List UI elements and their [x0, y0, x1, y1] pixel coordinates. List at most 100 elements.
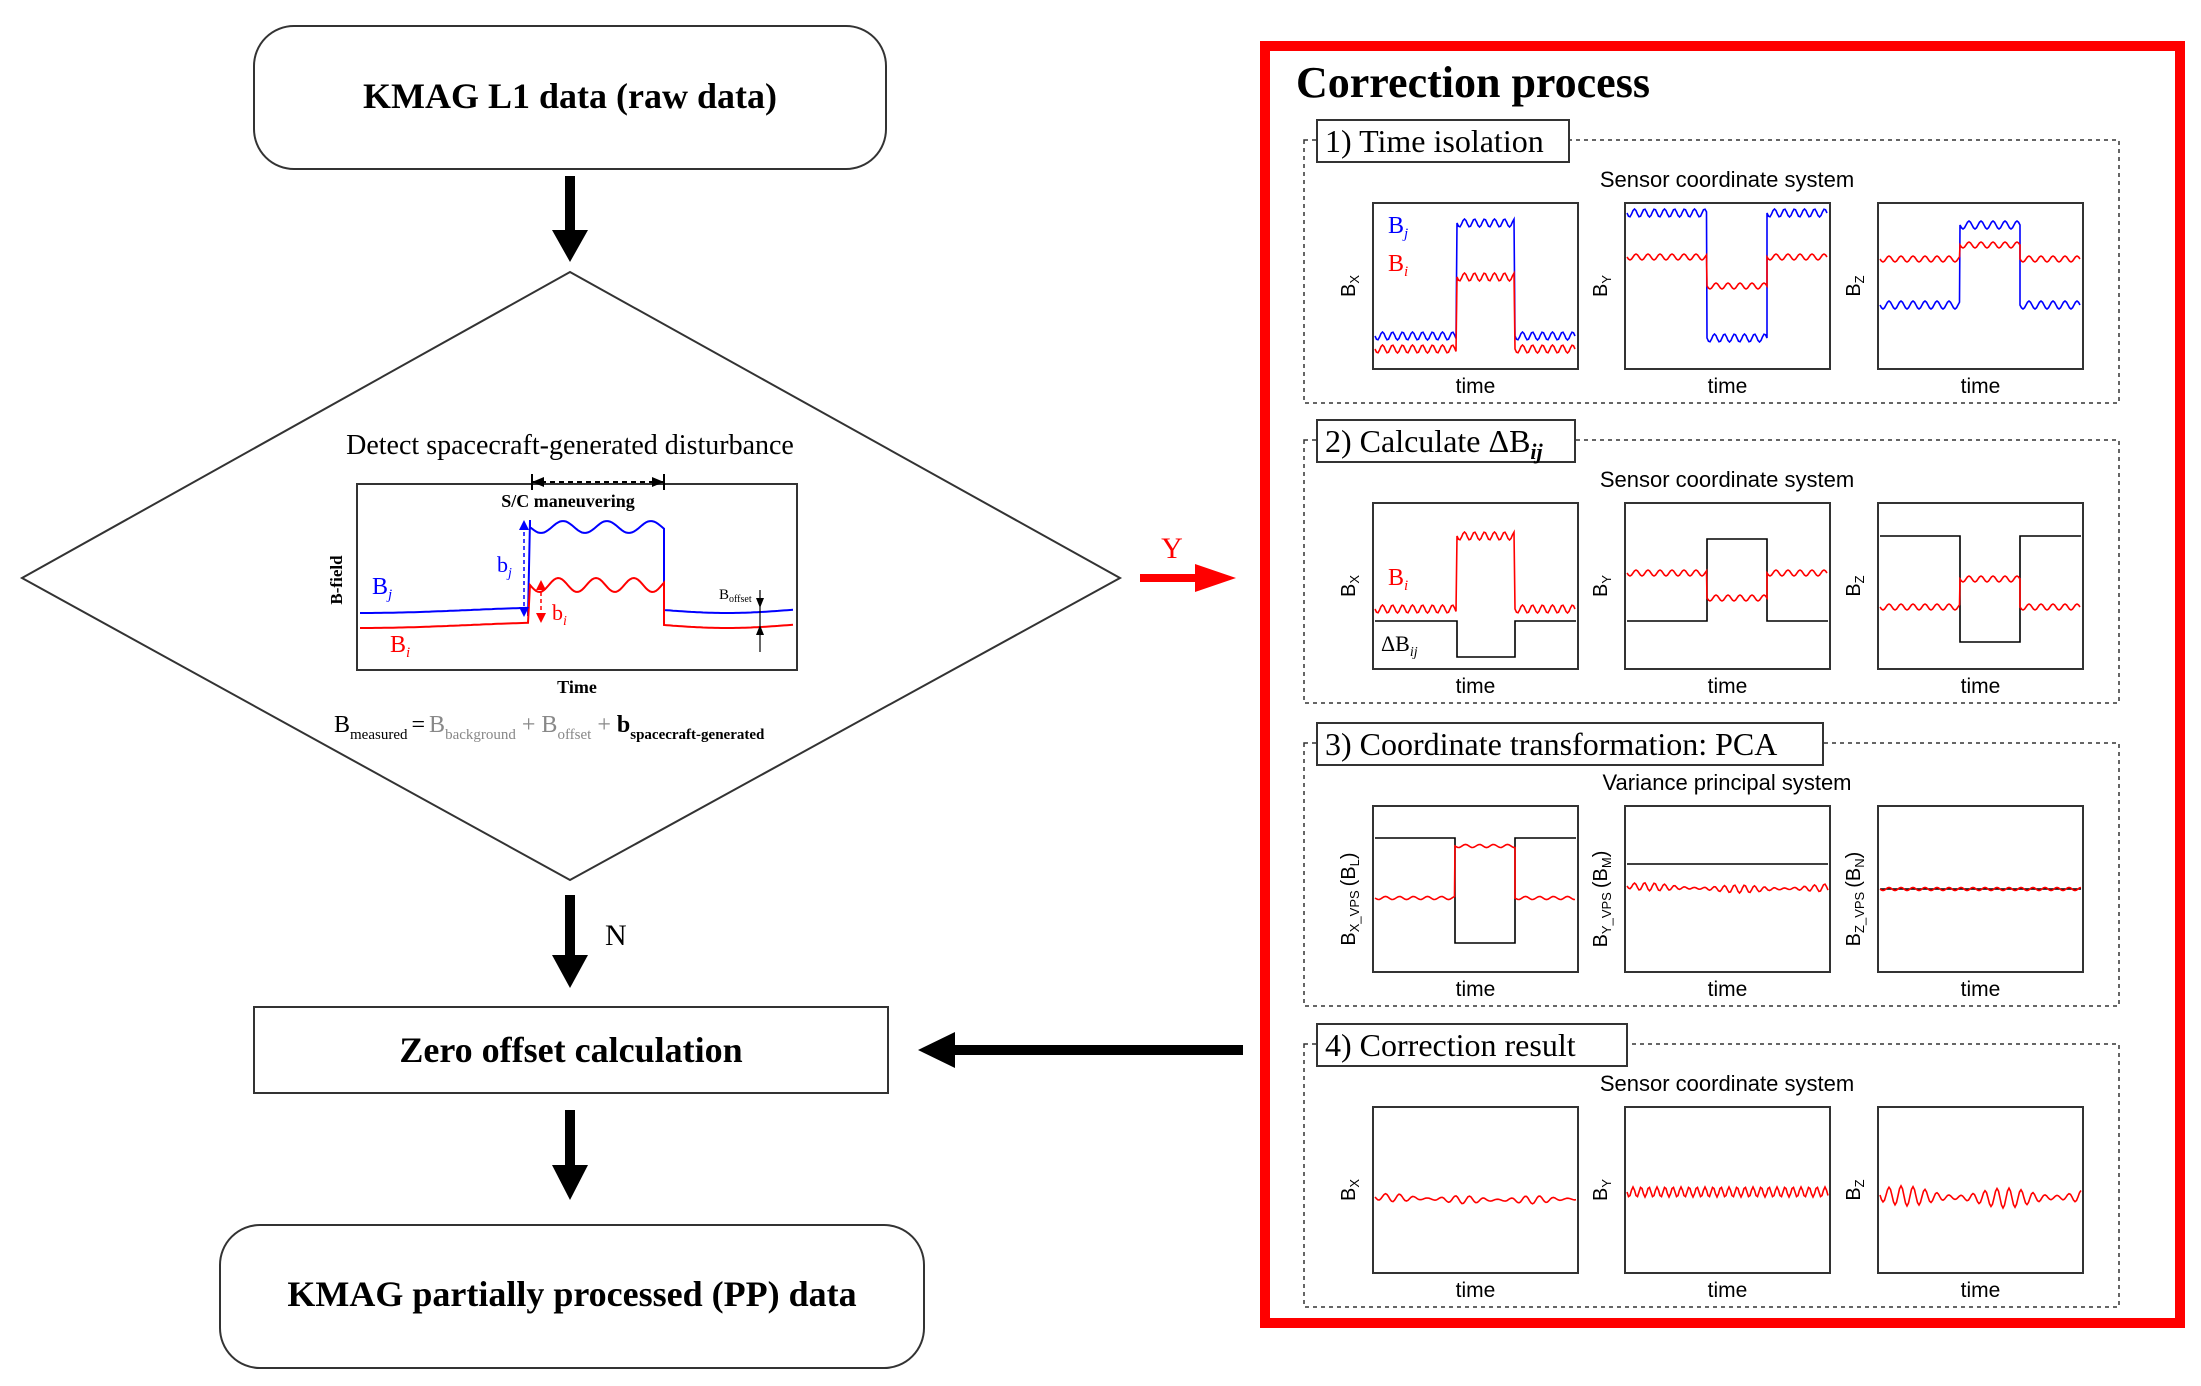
measurement-equation: Bmeasured=Bbackground+Boffset+bspacecraf… — [334, 712, 765, 743]
end-node — [219, 1224, 925, 1369]
step-label: 2) Calculate ΔBij — [1325, 423, 1544, 464]
step-1-panel-1: time BX — [1338, 202, 1579, 398]
step-label-box — [1316, 1023, 1628, 1067]
decision-label: Detect spacecraft-generated disturbance — [346, 430, 794, 461]
zero-offset-node — [253, 1006, 889, 1094]
signal-curve — [1626, 252, 1828, 290]
panel-frame — [1624, 202, 1831, 370]
axis-label: BZ — [1843, 1179, 1867, 1200]
step-label-box — [1316, 119, 1570, 163]
panel-frame — [1372, 805, 1579, 973]
inset-bj-curve — [360, 519, 794, 617]
step-1-panel-2: time BY — [1590, 202, 1831, 398]
step-frame — [1303, 742, 2120, 1007]
signal-curve — [1375, 620, 1576, 658]
step-3-panel-1: time BX_VPS(BL) — [1338, 805, 1579, 1001]
arrow-yes — [1140, 564, 1236, 592]
arrow-correction-to-zero-offset — [918, 1032, 1243, 1068]
time-label: time — [1961, 675, 2001, 698]
step-label: 4) Correction result — [1325, 1027, 1576, 1063]
coordinate-system-label: Sensor coordinate system — [1600, 467, 1854, 492]
inset-bj-label: Bj — [372, 574, 392, 603]
inset-small-bj-label: bj — [497, 552, 512, 581]
step-frame — [1303, 1043, 2120, 1308]
arrow-zero-to-end — [552, 1110, 588, 1200]
step-2-panel-2: time BY — [1590, 502, 1831, 698]
panel-frame — [1877, 202, 2084, 370]
legend-bj: Bj — [1388, 213, 1408, 242]
time-label: time — [1456, 978, 1496, 1001]
step-label-box — [1316, 419, 1576, 463]
step-frame — [1303, 139, 2120, 404]
step-frame — [1303, 439, 2120, 704]
time-label: time — [1708, 978, 1748, 1001]
signal-curve — [1374, 270, 1576, 355]
time-label: time — [1961, 375, 2001, 398]
time-label: time — [1456, 675, 1496, 698]
legend-delta-bij: ΔBij — [1381, 631, 1418, 660]
maneuver-label: S/C maneuvering — [501, 491, 635, 511]
step-2-panel-1: time BX — [1338, 502, 1579, 698]
signal-curve — [1879, 219, 2081, 311]
inset-bi-label: Bi — [390, 632, 410, 661]
no-label: N — [605, 919, 627, 952]
legend-bi: Bi — [1388, 565, 1408, 594]
signal-curve — [1626, 1185, 1829, 1199]
time-label: time — [1708, 675, 1748, 698]
panel-frame — [1372, 1106, 1579, 1274]
step-label: 3) Coordinate transformation: PCA — [1325, 726, 1777, 762]
axis-label: BY_VPS(BM) — [1590, 851, 1614, 948]
axis-label: BX — [1338, 575, 1362, 597]
step-3-panel-2: time BY_VPS(BM) — [1590, 805, 1831, 1001]
inset-small-bi-label: bi — [552, 600, 567, 629]
time-label: time — [1456, 375, 1496, 398]
yes-label: Y — [1161, 532, 1183, 565]
legend-bi: Bi — [1388, 251, 1408, 280]
panel-frame — [1372, 502, 1579, 670]
axis-label: BY — [1590, 575, 1614, 597]
inset-offset-label: Boffset — [719, 587, 752, 605]
panel-frame — [1624, 502, 1831, 670]
coordinate-system-label: Sensor coordinate system — [1600, 1071, 1854, 1096]
time-label: time — [1708, 1279, 1748, 1302]
start-node — [253, 25, 887, 170]
panel-frame — [1877, 1106, 2084, 1274]
axis-label: BX — [1338, 275, 1362, 297]
time-label: time — [1708, 375, 1748, 398]
signal-curve — [1879, 575, 2081, 611]
signal-curve — [1375, 837, 1576, 944]
signal-curve — [1626, 207, 1828, 344]
arrow-start-to-decision — [552, 176, 588, 262]
signal-curve — [1627, 538, 1828, 622]
correction-title: Correction process — [1296, 58, 1650, 107]
signal-curve — [1374, 216, 1576, 342]
signal-curve — [1879, 886, 2082, 892]
inset-ylabel: B-field — [327, 555, 346, 605]
signal-curve — [1879, 241, 2081, 263]
signal-curve — [1626, 568, 1828, 602]
start-label: KMAG L1 data (raw data) — [363, 76, 777, 116]
disturbance-inset: S/C maneuvering B-field Time Bj Bi bj bi… — [327, 474, 798, 697]
signal-curve — [1879, 1184, 2082, 1210]
axis-label: BX_VPS(BL) — [1338, 852, 1362, 945]
signal-curve — [1374, 843, 1576, 901]
axis-label: BY — [1590, 275, 1614, 297]
zero-offset-label: Zero offset calculation — [399, 1030, 742, 1070]
signal-curve — [1374, 1192, 1577, 1205]
step-3-panel-3: time BZ_VPS(BN) — [1843, 805, 2084, 1001]
axis-label: BZ_VPS(BN) — [1843, 852, 1867, 947]
inset-bi-curve — [360, 576, 794, 629]
time-label: time — [1961, 978, 2001, 1001]
inset-frame — [356, 483, 798, 671]
coordinate-system-label: Sensor coordinate system — [1600, 167, 1854, 192]
end-label: KMAG partially processed (PP) data — [287, 1274, 856, 1314]
